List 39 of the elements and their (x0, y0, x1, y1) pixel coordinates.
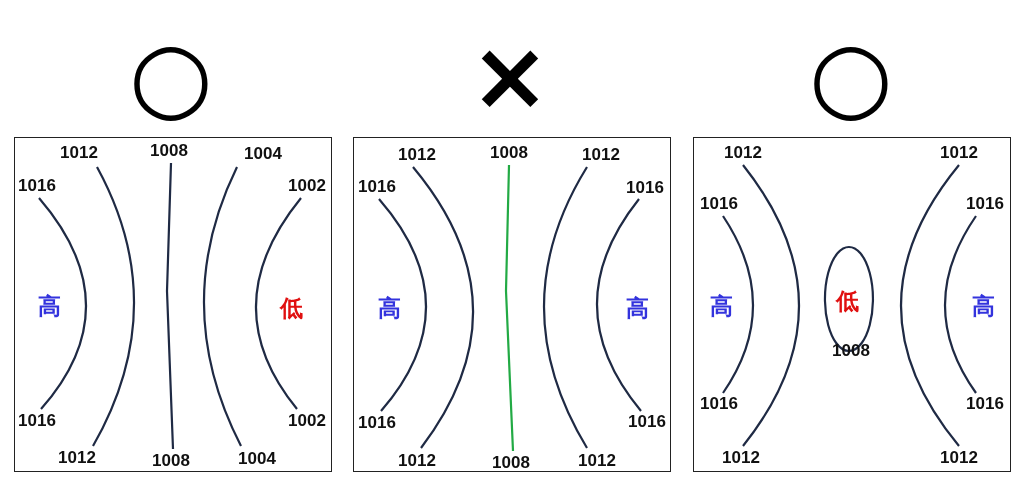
isobar-value: 1016 (358, 413, 396, 433)
cross-mark: × (469, 28, 551, 124)
isobar-value: 1012 (940, 143, 978, 163)
isobar-value: 1012 (58, 448, 96, 468)
pressure-label: 高 (377, 293, 401, 323)
isobar-value: 1012 (722, 448, 760, 468)
pressure-label: 高 (37, 291, 61, 321)
isobar-value: 1016 (700, 394, 738, 414)
pressure-label: 低 (835, 286, 859, 316)
isobar-value: 1016 (966, 394, 1004, 414)
pressure-label: 高 (971, 291, 995, 321)
isobar-value: 1012 (582, 145, 620, 165)
isobar-value: 1012 (398, 451, 436, 471)
pressure-label: 高 (625, 293, 649, 323)
isobar-value: 1016 (700, 194, 738, 214)
isobar-value: 1016 (628, 412, 666, 432)
isobar-value: 1008 (150, 141, 188, 161)
isobar-value: 1008 (492, 453, 530, 473)
isobar-value: 1016 (966, 194, 1004, 214)
pressure-label: 低 (279, 293, 303, 323)
isobar-value: 1008 (832, 341, 870, 361)
isobar-value: 1004 (238, 449, 276, 469)
circle-mark: ○ (129, 28, 213, 124)
isobar-value: 1008 (490, 143, 528, 163)
isobar-value: 1016 (626, 178, 664, 198)
isobar-value: 1016 (358, 177, 396, 197)
circle-mark: ○ (809, 28, 893, 124)
isobar-value: 1002 (288, 411, 326, 431)
isobar-value: 1002 (288, 176, 326, 196)
isobar-value: 1012 (60, 143, 98, 163)
isobar-value: 1016 (18, 411, 56, 431)
isobar-value: 1008 (152, 451, 190, 471)
isobar-value: 1012 (724, 143, 762, 163)
isobar-value: 1016 (18, 176, 56, 196)
isobar-value: 1004 (244, 144, 282, 164)
isobar-value: 1012 (940, 448, 978, 468)
isobar-value: 1012 (398, 145, 436, 165)
isobar-value: 1012 (578, 451, 616, 471)
pressure-label: 高 (709, 291, 733, 321)
